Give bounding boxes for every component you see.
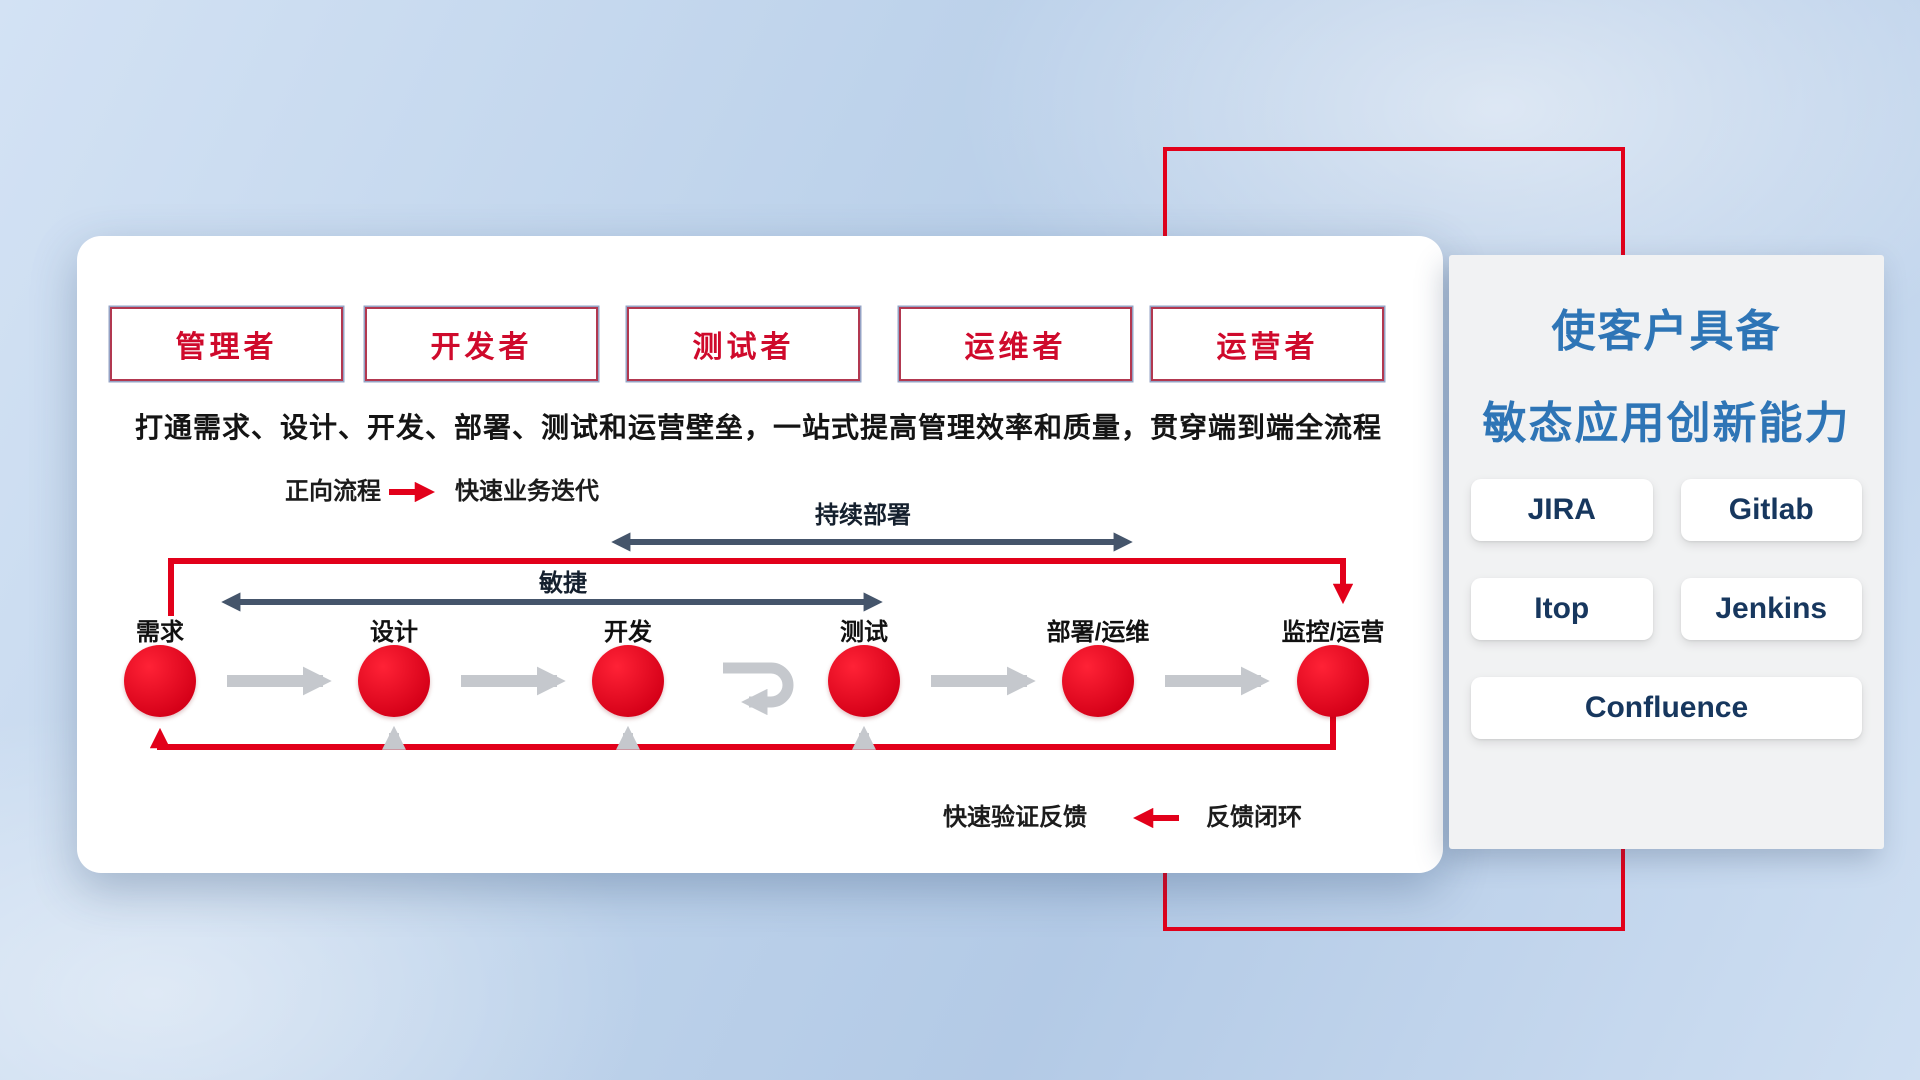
role-label: 测试者 xyxy=(692,331,795,364)
role-box-operator: 运营者 xyxy=(1151,307,1384,381)
panel-title-line2: 敏态应用创新能力 xyxy=(1482,399,1851,448)
stage-label-deploy-ops: 部署/运维 xyxy=(1046,619,1150,646)
role-label: 开发者 xyxy=(430,331,533,364)
stage-node-develop xyxy=(592,645,664,717)
role-box-tester: 测试者 xyxy=(627,307,860,381)
stage-node-test xyxy=(828,645,900,717)
forward-flow-legend-label: 正向流程 xyxy=(285,478,381,505)
agile-span-label: 敏捷 xyxy=(539,570,587,597)
role-label: 运营者 xyxy=(1216,331,1319,364)
stage-label-develop: 开发 xyxy=(604,619,652,646)
tool-chip-jenkins: Jenkins xyxy=(1680,578,1862,640)
role-box-manager: 管理者 xyxy=(110,307,343,381)
role-box-developer: 开发者 xyxy=(365,307,598,381)
devops-card: 管理者 开发者 测试者 运维者 运营者 打通需求、设计、开发、部署、测试和运营壁… xyxy=(77,236,1443,873)
tool-chip-jira: JIRA xyxy=(1471,479,1653,541)
stage-node-monitor-operate xyxy=(1297,645,1369,717)
continuous-deploy-span-label: 持续部署 xyxy=(815,502,911,529)
feedback-legend-desc: 快速验证反馈 xyxy=(943,804,1087,831)
forward-loop-line xyxy=(168,558,1354,616)
stage-node-design xyxy=(358,645,430,717)
stage-label-test: 测试 xyxy=(840,619,888,646)
stage-node-deploy-ops xyxy=(1062,645,1134,717)
card-subtitle: 打通需求、设计、开发、部署、测试和运营壁垒，一站式提高管理效率和质量，贯穿端到端… xyxy=(135,412,1383,443)
capability-panel: 使客户具备 敏态应用创新能力 JIRA Gitlab Itop Jenkins … xyxy=(1449,255,1884,849)
feedback-loop-line xyxy=(149,708,1336,750)
tool-chip-itop: Itop xyxy=(1471,578,1653,640)
iteration-loop-icon xyxy=(723,662,794,716)
role-label: 运维者 xyxy=(964,331,1067,364)
feedback-legend-label: 反馈闭环 xyxy=(1206,804,1302,831)
forward-flow-legend-desc: 快速业务迭代 xyxy=(455,478,599,505)
role-box-ops: 运维者 xyxy=(899,307,1132,381)
tool-chip-gitlab: Gitlab xyxy=(1680,479,1862,541)
tool-chip-confluence: Confluence xyxy=(1471,677,1862,739)
role-label: 管理者 xyxy=(175,331,278,364)
stage-label-requirements: 需求 xyxy=(136,619,184,646)
tool-chip-grid: JIRA Gitlab Itop Jenkins Confluence xyxy=(1471,479,1862,739)
stage-label-design: 设计 xyxy=(370,619,418,646)
stage-label-monitor-operate: 监控/运营 xyxy=(1281,619,1385,646)
panel-title-line1: 使客户具备 xyxy=(1551,307,1782,356)
stage-node-requirements xyxy=(124,645,196,717)
